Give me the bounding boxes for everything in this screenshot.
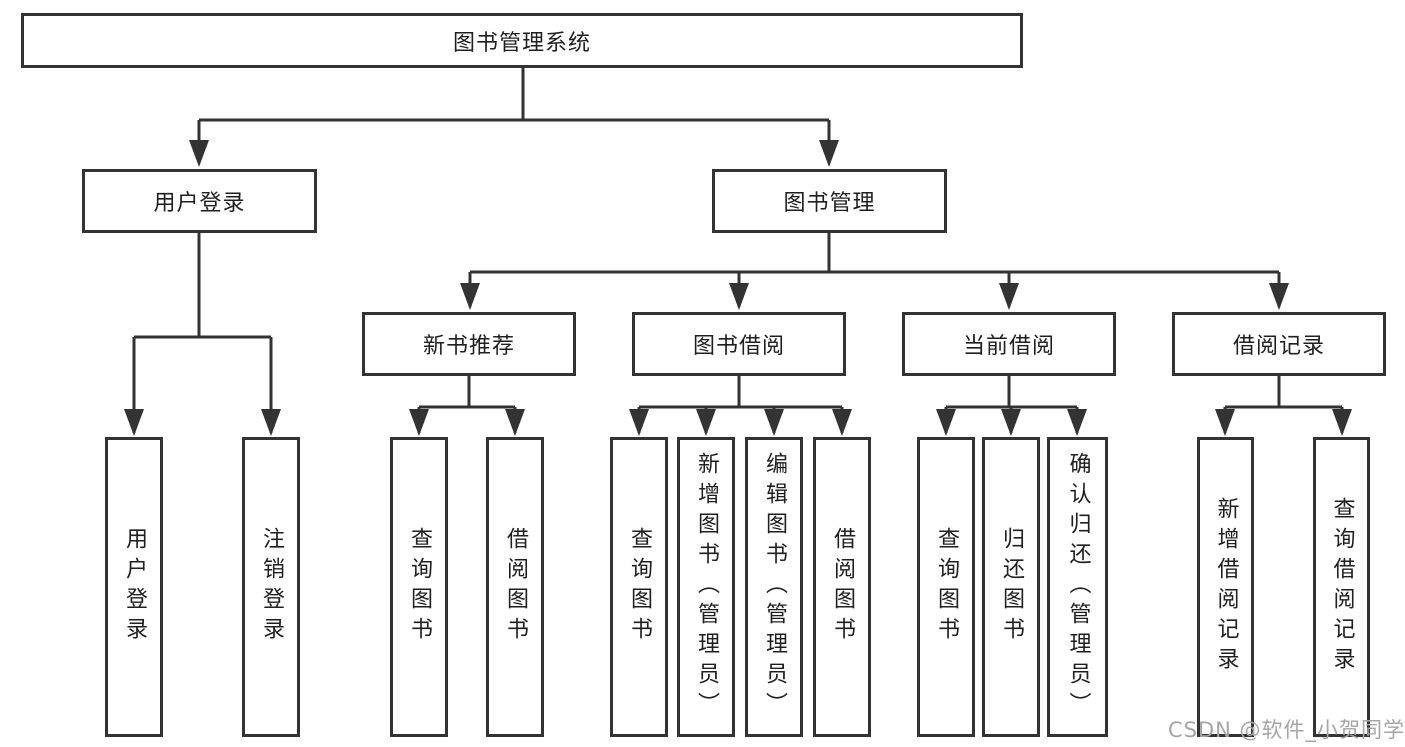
leaf-borrow-query-label: 查询图书 bbox=[627, 527, 652, 647]
leaf-newbooks-borrow-label: 借阅图书 bbox=[503, 527, 528, 647]
node-borrow-records-label: 借阅记录 bbox=[1232, 334, 1325, 359]
arrowheads bbox=[124, 140, 1352, 436]
node-new-book-recommend-label: 新书推荐 bbox=[422, 334, 515, 359]
leaf-borrow-book: 借阅图书 bbox=[813, 437, 871, 737]
leaf-borrow-query: 查询图书 bbox=[610, 437, 668, 737]
node-book-borrow: 图书借阅 bbox=[632, 312, 846, 376]
node-user-login-label: 用户登录 bbox=[153, 191, 246, 216]
leaf-logout-label: 注销登录 bbox=[259, 527, 284, 647]
leaf-logout: 注销登录 bbox=[242, 437, 300, 737]
leaf-borrow-edit-admin-label: 编辑图书（管理员） bbox=[762, 452, 787, 722]
leaf-records-query: 查询借阅记录 bbox=[1313, 437, 1370, 737]
node-current-borrow-label: 当前借阅 bbox=[962, 334, 1055, 359]
node-current-borrow: 当前借阅 bbox=[902, 312, 1116, 376]
csdn-watermark: CSDN @软件_小贺同学 bbox=[1168, 718, 1405, 742]
node-book-borrow-label: 图书借阅 bbox=[692, 334, 785, 359]
node-book-management: 图书管理 bbox=[712, 169, 947, 233]
node-root-system: 图书管理系统 bbox=[21, 13, 1023, 68]
node-root-label: 图书管理系统 bbox=[452, 30, 591, 56]
leaf-current-query-label: 查询图书 bbox=[934, 527, 959, 647]
leaf-user-login: 用户登录 bbox=[105, 437, 163, 737]
leaf-newbooks-query: 查询图书 bbox=[390, 437, 448, 737]
leaf-current-confirm-return-admin: 确认归还（管理员） bbox=[1047, 437, 1108, 737]
node-borrow-records: 借阅记录 bbox=[1172, 312, 1386, 376]
leaf-records-add-label: 新增借阅记录 bbox=[1213, 497, 1239, 677]
leaf-current-return: 归还图书 bbox=[982, 437, 1040, 737]
leaf-current-confirm-return-admin-label: 确认归还（管理员） bbox=[1065, 452, 1091, 722]
leaf-current-query: 查询图书 bbox=[917, 437, 975, 737]
leaf-borrow-add-admin: 新增图书（管理员） bbox=[677, 437, 735, 737]
leaf-borrow-edit-admin: 编辑图书（管理员） bbox=[745, 437, 803, 737]
node-new-book-recommend: 新书推荐 bbox=[362, 312, 576, 376]
leaf-records-add: 新增借阅记录 bbox=[1197, 437, 1254, 737]
leaf-borrow-add-admin-label: 新增图书（管理员） bbox=[694, 452, 719, 722]
node-book-management-label: 图书管理 bbox=[783, 191, 876, 216]
node-user-login: 用户登录 bbox=[82, 169, 317, 233]
leaf-records-query-label: 查询借阅记录 bbox=[1329, 497, 1355, 677]
leaf-current-return-label: 归还图书 bbox=[999, 527, 1024, 647]
leaf-borrow-book-label: 借阅图书 bbox=[830, 527, 855, 647]
leaf-newbooks-borrow: 借阅图书 bbox=[486, 437, 544, 737]
leaf-user-login-label: 用户登录 bbox=[122, 527, 147, 647]
leaf-newbooks-query-label: 查询图书 bbox=[407, 527, 432, 647]
